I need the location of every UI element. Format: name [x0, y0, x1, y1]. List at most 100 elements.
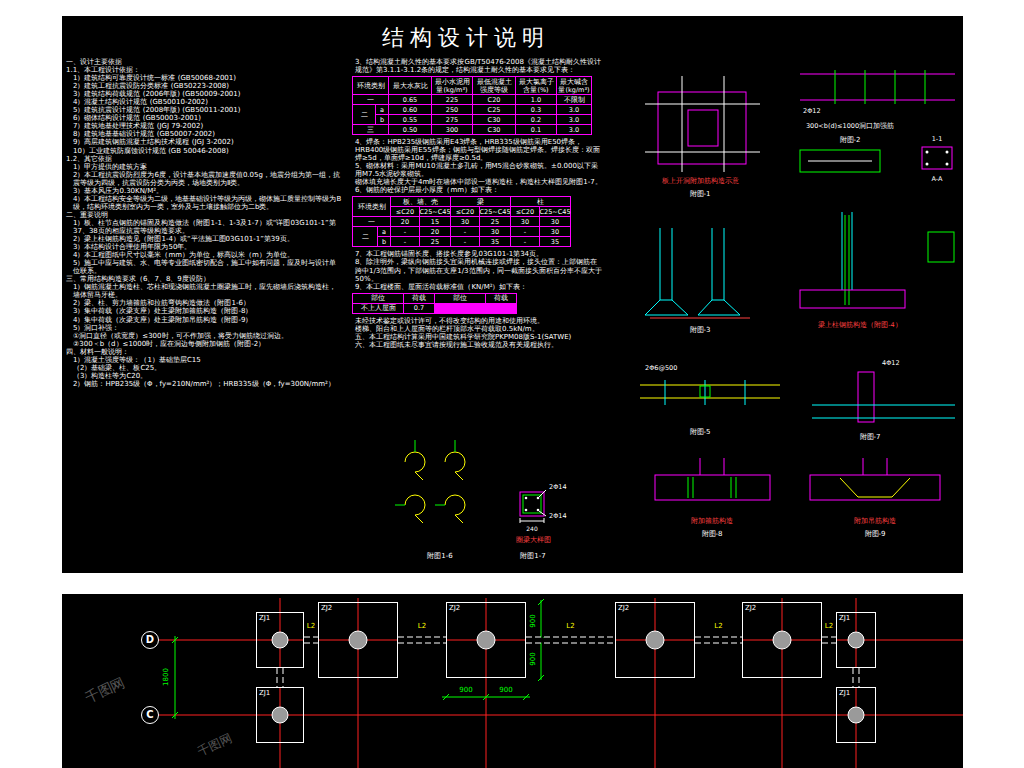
note-text: 6）砌体结构设计规范 (GB50003-2001)	[66, 114, 342, 122]
table-cell: b	[378, 237, 390, 246]
figure-number: 附图-1	[690, 190, 711, 198]
rebar-callout: 2Φ14	[549, 513, 567, 520]
dimension: 240	[526, 525, 537, 532]
section-mark: 1-1	[932, 136, 943, 143]
note-text: 8）建筑地基基础设计规范 (GB50007-2002)	[66, 130, 342, 138]
table-cell: 25	[480, 217, 510, 226]
notes-block: 6）砌体结构设计规范 (GB50003-2001)	[66, 114, 342, 122]
table-cell: C25~C45	[420, 207, 450, 216]
detail-caption: 梁上柱钢筋构造（附图-4）	[818, 322, 901, 329]
footing: ZJ2	[318, 602, 398, 678]
axis-bubble: D	[141, 631, 159, 649]
table-cell: ≤C20	[511, 207, 539, 216]
notes-block: 砌体填充墙长度大于4m时在墙体中部设一道构造柱，构造柱大样图见附图1-7。	[348, 178, 603, 186]
tie-beam	[695, 640, 742, 641]
tie-beam	[398, 640, 446, 641]
note-text: 4）本工程图纸中尺寸以毫米（mm）为单位，标高以米（m）为单位。	[66, 251, 342, 259]
table-cell: 1.0	[516, 95, 556, 104]
note-text: 3）本结构设计合理使用年限为50年。	[66, 243, 342, 251]
dimension: 900	[529, 652, 537, 665]
table-cell: 最大水灰比	[389, 77, 431, 94]
table-cell: C20	[473, 95, 515, 104]
note-text: 6、钢筋的砼保护层最小厚度（mm）如下表：	[348, 186, 603, 194]
note-text: ①洞口直径（或宽度）≤300时，可不作加强，将受力钢筋绕过洞边。	[66, 332, 342, 340]
notes-block: 三、常用结构构造要求（6、7、8、9度设防）	[66, 275, 342, 283]
notes-block: 9）高层建筑钢筋混凝土结构技术规程 (JGJ 3-2002)	[66, 138, 342, 146]
table-cell: 30	[451, 217, 479, 226]
table-cell: C30	[473, 115, 515, 124]
section-mark: A-A	[932, 176, 943, 183]
note-text: 未经技术鉴定或设计许可，不得改变结构的用途和使用环境。	[348, 317, 603, 325]
table-cell: -	[511, 227, 539, 236]
note-text: （2）基础梁、柱、板C25。	[66, 364, 342, 372]
table-cell: -	[511, 237, 539, 246]
table-cell: 部位	[353, 294, 403, 303]
notes-block: 1）钢筋混凝土构造柱、芯柱和现浇钢筋混凝土圈梁施工时，应先砌墙后浇筑构造柱，墙体…	[66, 283, 342, 299]
table-cell: 3.0	[557, 125, 591, 134]
table-cell: b	[376, 115, 388, 124]
table-cell: 0.7	[404, 304, 434, 313]
table-cell: 0.1	[516, 125, 556, 134]
table-cell: ≤C20	[391, 207, 419, 216]
notes-block: 一、设计主要依据	[66, 58, 342, 66]
note-text: 2）梁、柱、剪力墙箍筋和拉筋弯钩构造做法（附图1-6）	[66, 299, 342, 307]
section-heading: 1.1、本工程设计依据：	[66, 66, 342, 74]
notes-block: 六、本工程图纸未尽事宜请按现行施工验收规范及有关规程执行。	[348, 341, 603, 349]
note-text: 六、本工程图纸未尽事宜请按现行施工验收规范及有关规程执行。	[348, 341, 603, 349]
notes-block: 楼梯、阳台和上人屋面等的栏杆顶部水平荷载取0.5kN/m。	[348, 325, 603, 333]
footing-label: ZJ2	[616, 603, 694, 613]
table-cell: 二	[353, 105, 375, 124]
rebar-callout: 2Φ14	[549, 484, 567, 491]
table-cell: 20	[420, 227, 450, 236]
note-text: 5）施工中应与建筑、水、电等专业图纸密切配合，施工中如有问题，应及时与设计单位联…	[66, 259, 342, 275]
note-text: 3、结构混凝土耐久性的基本要求按GB/T50476-2008《混凝土结构耐久性设…	[348, 58, 603, 74]
note-text: 4）集中荷载（次梁支座）处主梁附加吊筋构造（附图-9）	[66, 316, 342, 324]
table-cell: 最大氯离子含量(%)	[516, 77, 556, 94]
notes-block: 2）梁上柱钢筋构造见（附图1-4）或“平法施工图03G101-1”第39页。	[66, 235, 342, 243]
note-text: 五、本工程结构计算采用中国建筑科学研究院PKPM08版S-1(SATWE)	[348, 333, 603, 341]
notes-block: 3）建筑结构荷载规范 (2006年版) (GB50009-2001)	[66, 90, 342, 98]
notes-block: 9、本工程楼面、屋面活荷载标准值（KN/M²）如下表：	[348, 283, 603, 291]
footing-label: ZJ1	[837, 613, 875, 623]
notes-block: 部位荷载部位荷载不上人屋面0.7	[348, 293, 603, 314]
table-cell: 30	[480, 227, 510, 236]
notes-block: 6、钢筋的砼保护层最小厚度（mm）如下表：	[348, 186, 603, 194]
table-cell: 0.55	[389, 115, 431, 124]
notes-block: 7）建筑地基处理技术规范 (JGJ 79-2002)	[66, 122, 342, 130]
dimension: 900	[529, 614, 537, 627]
notes-block: 未经技术鉴定或设计许可，不得改变结构的用途和使用环境。	[348, 317, 603, 325]
table-cell: 0.50	[389, 125, 431, 134]
tie-beam	[526, 640, 615, 641]
notes-block: 2）梁、柱、剪力墙箍筋和拉筋弯钩构造做法（附图1-6）	[66, 299, 342, 307]
table-cell: 30	[540, 217, 570, 226]
note-text: 1）混凝土强度等级：（1）基础垫层C15	[66, 356, 342, 364]
beam-mark: L2	[824, 622, 834, 630]
table-cell: 0.65	[389, 95, 431, 104]
note-text: 砌体填充墙长度大于4m时在墙体中部设一道构造柱，构造柱大样图见附图1-7。	[348, 178, 603, 186]
table-cell: 20	[391, 217, 419, 226]
footing: ZJ1	[836, 612, 876, 668]
notes-block: 5、砌体材料：采用MU10混凝土多孔砖，用M5混合砂浆砌筑。±0.000以下采用…	[348, 162, 603, 178]
beam-core	[278, 668, 283, 687]
notes-block: 5）建筑抗震设计规范 (2008年版) (GB50011-2001)	[66, 106, 342, 114]
note-text: 1）建筑结构可靠度设计统一标准 (GB50068-2001)	[66, 74, 342, 82]
notes-block: 3）本结构设计合理使用年限为50年。	[66, 243, 342, 251]
notes-block: （3）构造柱等为C20。	[66, 372, 342, 380]
notes-block: 8、除注明外，梁纵向钢筋接头宜采用机械连接或焊接，接头位置：上部钢筋在跨中1/3…	[348, 258, 603, 282]
notes-block: 1）建筑结构可靠度设计统一标准 (GB50068-2001)	[66, 74, 342, 82]
note-text: 10）工业建筑防腐蚀设计规范 (GB 50046-2008)	[66, 147, 342, 155]
notes-block: 8）建筑地基基础设计规范 (GB50007-2002)	[66, 130, 342, 138]
table-cell: 二	[353, 227, 377, 246]
notes-block: 3）集中荷载（次梁支座）处主梁附加箍筋构造（附图-8）	[66, 307, 342, 315]
notes-block: 1.2、其它依据	[66, 155, 342, 163]
notes-block: ②300＜b（d）≤1000时，应在洞边每侧附加钢筋（附图-2）	[66, 340, 342, 348]
table-cell: 35	[480, 237, 510, 246]
note-text: 1）板、柱节点钢筋的锚固及构造做法（附图1-1、1-3及1-7）或“详图03G1…	[66, 219, 342, 235]
note-text: 2）钢筋：HPB235级（Φ，fy=210N/mm²）；HRB335级（Φ，fy…	[66, 380, 342, 388]
detail-caption: 附加箍筋构造	[691, 518, 733, 525]
table-cell: 3.0	[557, 115, 591, 124]
figure-number: 附图-3	[690, 326, 711, 334]
notes-block: 四、材料一般说明：	[66, 348, 342, 356]
table-cell: 荷载	[404, 294, 434, 303]
table-cell: 最低混凝土强度等级	[473, 77, 515, 94]
